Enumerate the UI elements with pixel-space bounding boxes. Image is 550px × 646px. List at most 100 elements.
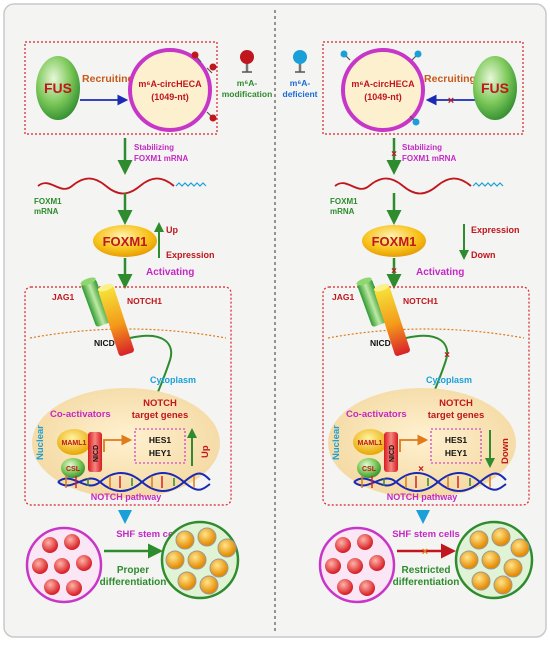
right-nicd-nuc-label: NICD [389,445,396,462]
left-circ-length: (1049-nt) [151,92,189,102]
left-genes-up-label: Up [200,445,211,458]
left-differentiated-cells [165,527,237,595]
right-mrna-label-2: mRNA [330,207,355,216]
left-maml1-oval [57,429,91,455]
left-transcription-arrow [103,434,133,452]
right-notch1-receptor [373,283,410,356]
left-fus-oval [36,56,80,120]
left-stabilizing-2: FOXM1 mRNA [134,154,188,163]
right-nicd-label: NICD [370,338,391,348]
left-cytoplasm-label: Cytoplasm [150,375,196,385]
right-csl-label: CSL [362,466,377,473]
left-foxm1-label: FOXM1 [103,234,148,249]
right-csl-oval [357,458,381,478]
right-transcription-block: × [418,464,424,475]
right-diff-label-1: Restricted [402,565,451,576]
left-nicd-nuc-label: NICD [93,445,100,462]
left-up-label: Up [166,225,178,235]
left-top-box [24,41,218,135]
right-target-genes-box [430,428,482,464]
right-mrna-label-1: FOXM1 [330,197,358,206]
left-target-label-1: NOTCH [143,398,177,409]
right-stabilize-block: × [391,149,397,160]
left-jag1-label: JAG1 [52,292,74,302]
right-mrna-strand [334,177,472,195]
right-stabilizing-2: FOXM1 mRNA [402,154,456,163]
left-notch1-label: NOTCH1 [127,296,162,306]
right-nuclear-nicd [384,432,398,472]
left-diff-label-2: differentiation [100,577,167,588]
right-differentiated-cells [459,527,530,595]
left-csl-label: CSL [66,466,81,473]
left-coactivators-label: Co-activators [50,409,111,420]
right-down-triangle [416,510,430,524]
right-recruiting-block: × [448,95,454,107]
right-foxm1-oval [362,225,426,257]
right-top-box [322,41,524,135]
left-recruiting-label: Recruiting [82,73,134,85]
m6a-modification-icon [240,50,254,73]
left-mrna-strand [37,177,175,195]
right-circhecA-circle [341,48,425,132]
right-circ-length: (1049-nt) [364,92,402,102]
right-foxm1-label: FOXM1 [372,234,417,249]
right-down-label: Down [471,250,496,260]
right-differentiation-block: × [422,546,428,558]
left-target-genes-box [134,428,186,464]
right-m6a-marks [340,50,422,126]
right-activating-label: Activating [416,267,464,278]
right-expression-label: Expression [471,225,520,235]
left-nuclear-label: Nuclear [35,425,46,460]
left-polya-tail [175,182,207,187]
right-cytoplasm-label: Cytoplasm [426,375,472,385]
right-stabilizing-1: Stabilizing [402,143,442,152]
right-dna-helix [353,472,507,492]
left-circhecA-circle [128,48,212,132]
right-genes-down-label: Down [500,438,511,464]
left-mrna-label-1: FOXM1 [34,197,62,206]
left-fus-label: FUS [44,80,72,96]
right-fus-label: FUS [481,80,509,96]
right-activate-block: × [391,266,397,277]
right-panel: m⁶A- deficient m⁶A-circHECA (1049-nt) Re… [283,41,534,604]
right-shf-label: SHF stem cells [392,529,460,540]
left-dna-helix [57,472,211,492]
left-nicd-label: NICD [94,338,115,348]
right-fus-oval [473,56,517,120]
left-csl-oval [61,458,85,478]
right-maml1-label: MAML1 [358,440,383,447]
right-circ-name: m⁶A-circHECA [351,79,415,89]
left-cell-box [24,286,232,506]
right-diff-label-2: differentiation [393,577,460,588]
right-notch1-label: NOTCH1 [403,296,438,306]
right-jag1-receptor [356,277,387,327]
m6a-deficient-label-2: deficient [283,89,318,99]
right-polya-tail [472,182,504,187]
left-shf-label: SHF stem cells [116,529,184,540]
m6a-deficient-label-1: m⁶A- [290,78,311,88]
right-hes1-label: HES1 [445,435,467,445]
right-stem-cells [325,534,385,596]
left-membrane [29,328,227,339]
left-stabilizing-1: Stabilizing [134,143,174,152]
right-transcription-arrow [399,434,429,452]
right-recruiting-label: Recruiting [424,73,476,85]
left-hes1-label: HES1 [149,435,171,445]
right-translocation-block: × [444,350,450,361]
right-pathway-label: NOTCH pathway [387,492,458,502]
right-cell-box [322,286,530,506]
right-jag1-label: JAG1 [332,292,354,302]
right-target-label-1: NOTCH [439,398,473,409]
left-mrna-label-2: mRNA [34,207,59,216]
left-down-triangle [118,510,132,524]
left-m6a-marks [191,51,217,122]
m6a-modification-label-1: m⁶A- [237,78,258,88]
right-maml1-oval [353,429,387,455]
left-pathway-label: NOTCH pathway [91,492,162,502]
left-jag1-receptor [80,277,111,327]
right-coactivators-label: Co-activators [346,409,407,420]
left-nuclear-nicd [88,432,102,472]
left-notch1-receptor [97,283,134,356]
